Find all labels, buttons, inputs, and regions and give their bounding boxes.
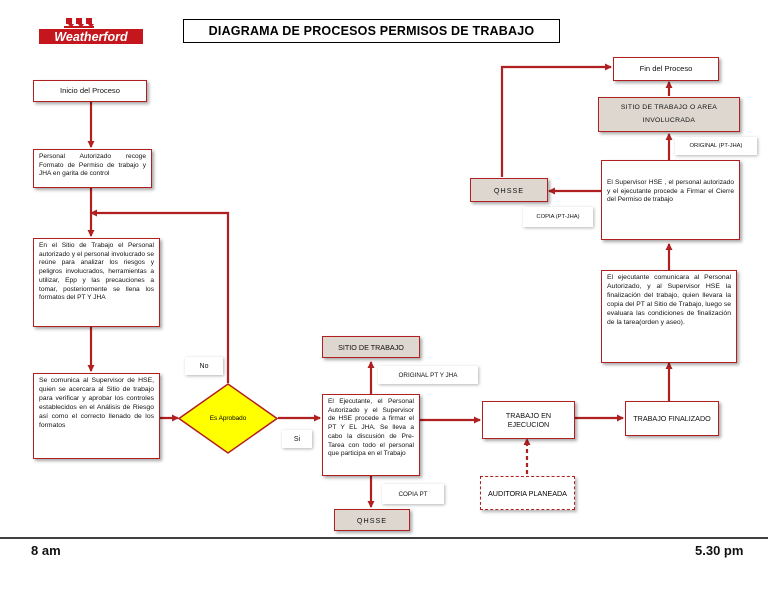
decision-label: Es Aprobado xyxy=(209,414,247,422)
notify-completion-step: El ejecutante comunicara al Personal Aut… xyxy=(601,270,737,363)
hse-supervisor-step: Se comunica al Supervisor de HSE, quien … xyxy=(33,373,160,459)
label-copia-pt-jha: COPIA (PT-JHA) xyxy=(523,207,593,227)
label-original-pt-jha-top: ORIGINAL (PT-JHA) xyxy=(675,137,757,155)
label-no: No xyxy=(185,357,223,375)
decision-diamond-shape xyxy=(177,383,279,454)
work-area-node: SITIO DE TRABAJO O AREA INVOLUCRADA xyxy=(598,97,740,132)
sign-permit-step: El Ejecutante, el Personal Autorizado y … xyxy=(322,394,420,476)
work-site-node: SITIO DE TRABAJO xyxy=(322,336,420,358)
planned-audit-node: AUDITORIA PLANEADA xyxy=(480,476,575,510)
start-node: Inicio del Proceso xyxy=(33,80,147,102)
risk-analysis-step: En el Sitio de Trabajo el Personal autor… xyxy=(33,238,160,327)
logo-text: Weatherford xyxy=(54,30,128,44)
label-original-pt-jha: ORIGINAL PT Y JHA xyxy=(378,366,478,384)
timeline-start: 8 am xyxy=(31,543,61,558)
timeline-end: 5.30 pm xyxy=(695,543,744,558)
weatherford-logo: Weatherford xyxy=(38,16,144,46)
collect-permit-step: Personal Autorizado recoge Formato de Pe… xyxy=(33,149,152,188)
work-in-execution-node: TRABAJO EN EJECUCION xyxy=(482,401,575,439)
qhsse-bottom-node: QHSSE xyxy=(334,509,410,531)
label-copia-pt: COPIA PT xyxy=(382,484,444,504)
work-finished-node: TRABAJO FINALIZADO xyxy=(625,401,719,436)
weatherford-logo-icon: Weatherford xyxy=(38,16,144,46)
end-node: Fin del Proceso xyxy=(613,57,719,81)
close-permit-step: El Supervisor HSE , el personal autoriza… xyxy=(601,160,740,240)
qhsse-top-node: QHSSE xyxy=(470,178,548,202)
page-title: DIAGRAMA DE PROCESOS PERMISOS DE TRABAJO xyxy=(183,19,560,43)
approval-decision: Es Aprobado xyxy=(177,383,279,454)
label-si: Si xyxy=(282,430,312,448)
